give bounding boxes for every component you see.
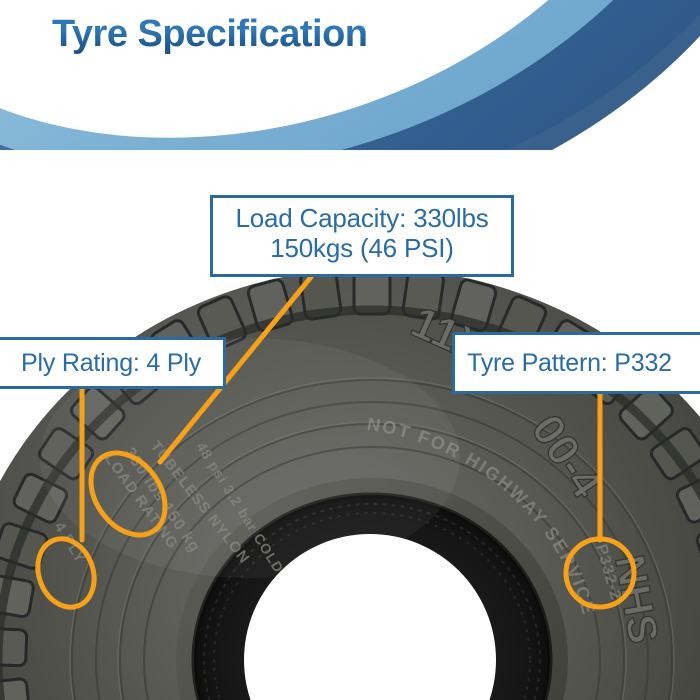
callout-ply-rating: Ply Rating: 4 Ply [0,337,226,389]
callout-tyre-pattern-line1: Tyre Pattern: P332 [467,348,672,377]
callout-load-capacity-line2: 150kgs (46 PSI) [270,233,454,263]
callout-load-capacity: Load Capacity: 330lbs 150kgs (46 PSI) [210,195,514,277]
callout-load-capacity-line1: Load Capacity: 330lbs [235,203,489,234]
callout-ply-rating-line1: Ply Rating: 4 Ply [20,348,201,377]
callout-tyre-pattern: Tyre Pattern: P332 [452,332,700,394]
page-title: Tyre Specification [52,13,368,55]
